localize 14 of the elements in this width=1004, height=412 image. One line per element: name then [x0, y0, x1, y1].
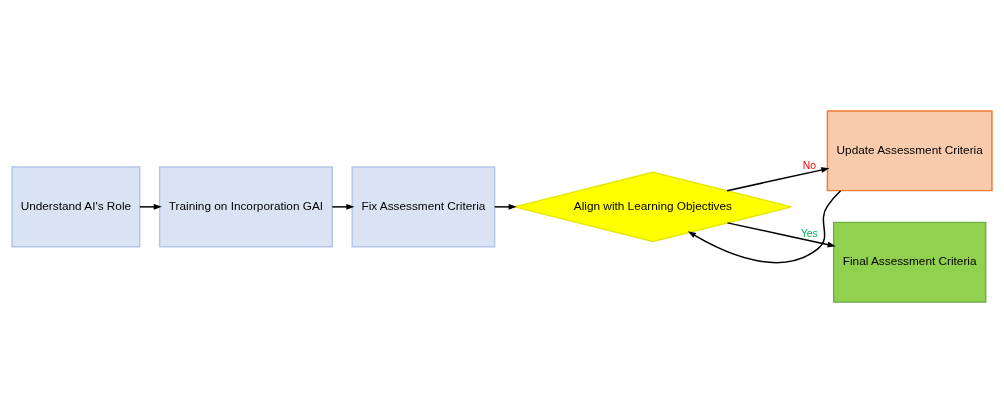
edge-label: No	[802, 159, 816, 171]
arrow	[726, 221, 836, 247]
node-box: Fix Assessment Criteria	[351, 165, 496, 247]
arrow	[494, 203, 517, 210]
arrow	[139, 203, 162, 210]
arrow	[331, 203, 355, 210]
node-diamond: Align with Learning Objectives	[513, 170, 792, 242]
node-box: Training on Incorporation GAI	[158, 165, 333, 247]
arrow	[726, 166, 830, 191]
node-box: Final Assessment Criteria	[832, 221, 987, 303]
arrow	[687, 189, 842, 263]
edge-label: Yes	[800, 227, 818, 239]
node-box: Understand AI's Role	[11, 165, 141, 247]
node-box: Update Assessment Criteria	[826, 109, 993, 191]
